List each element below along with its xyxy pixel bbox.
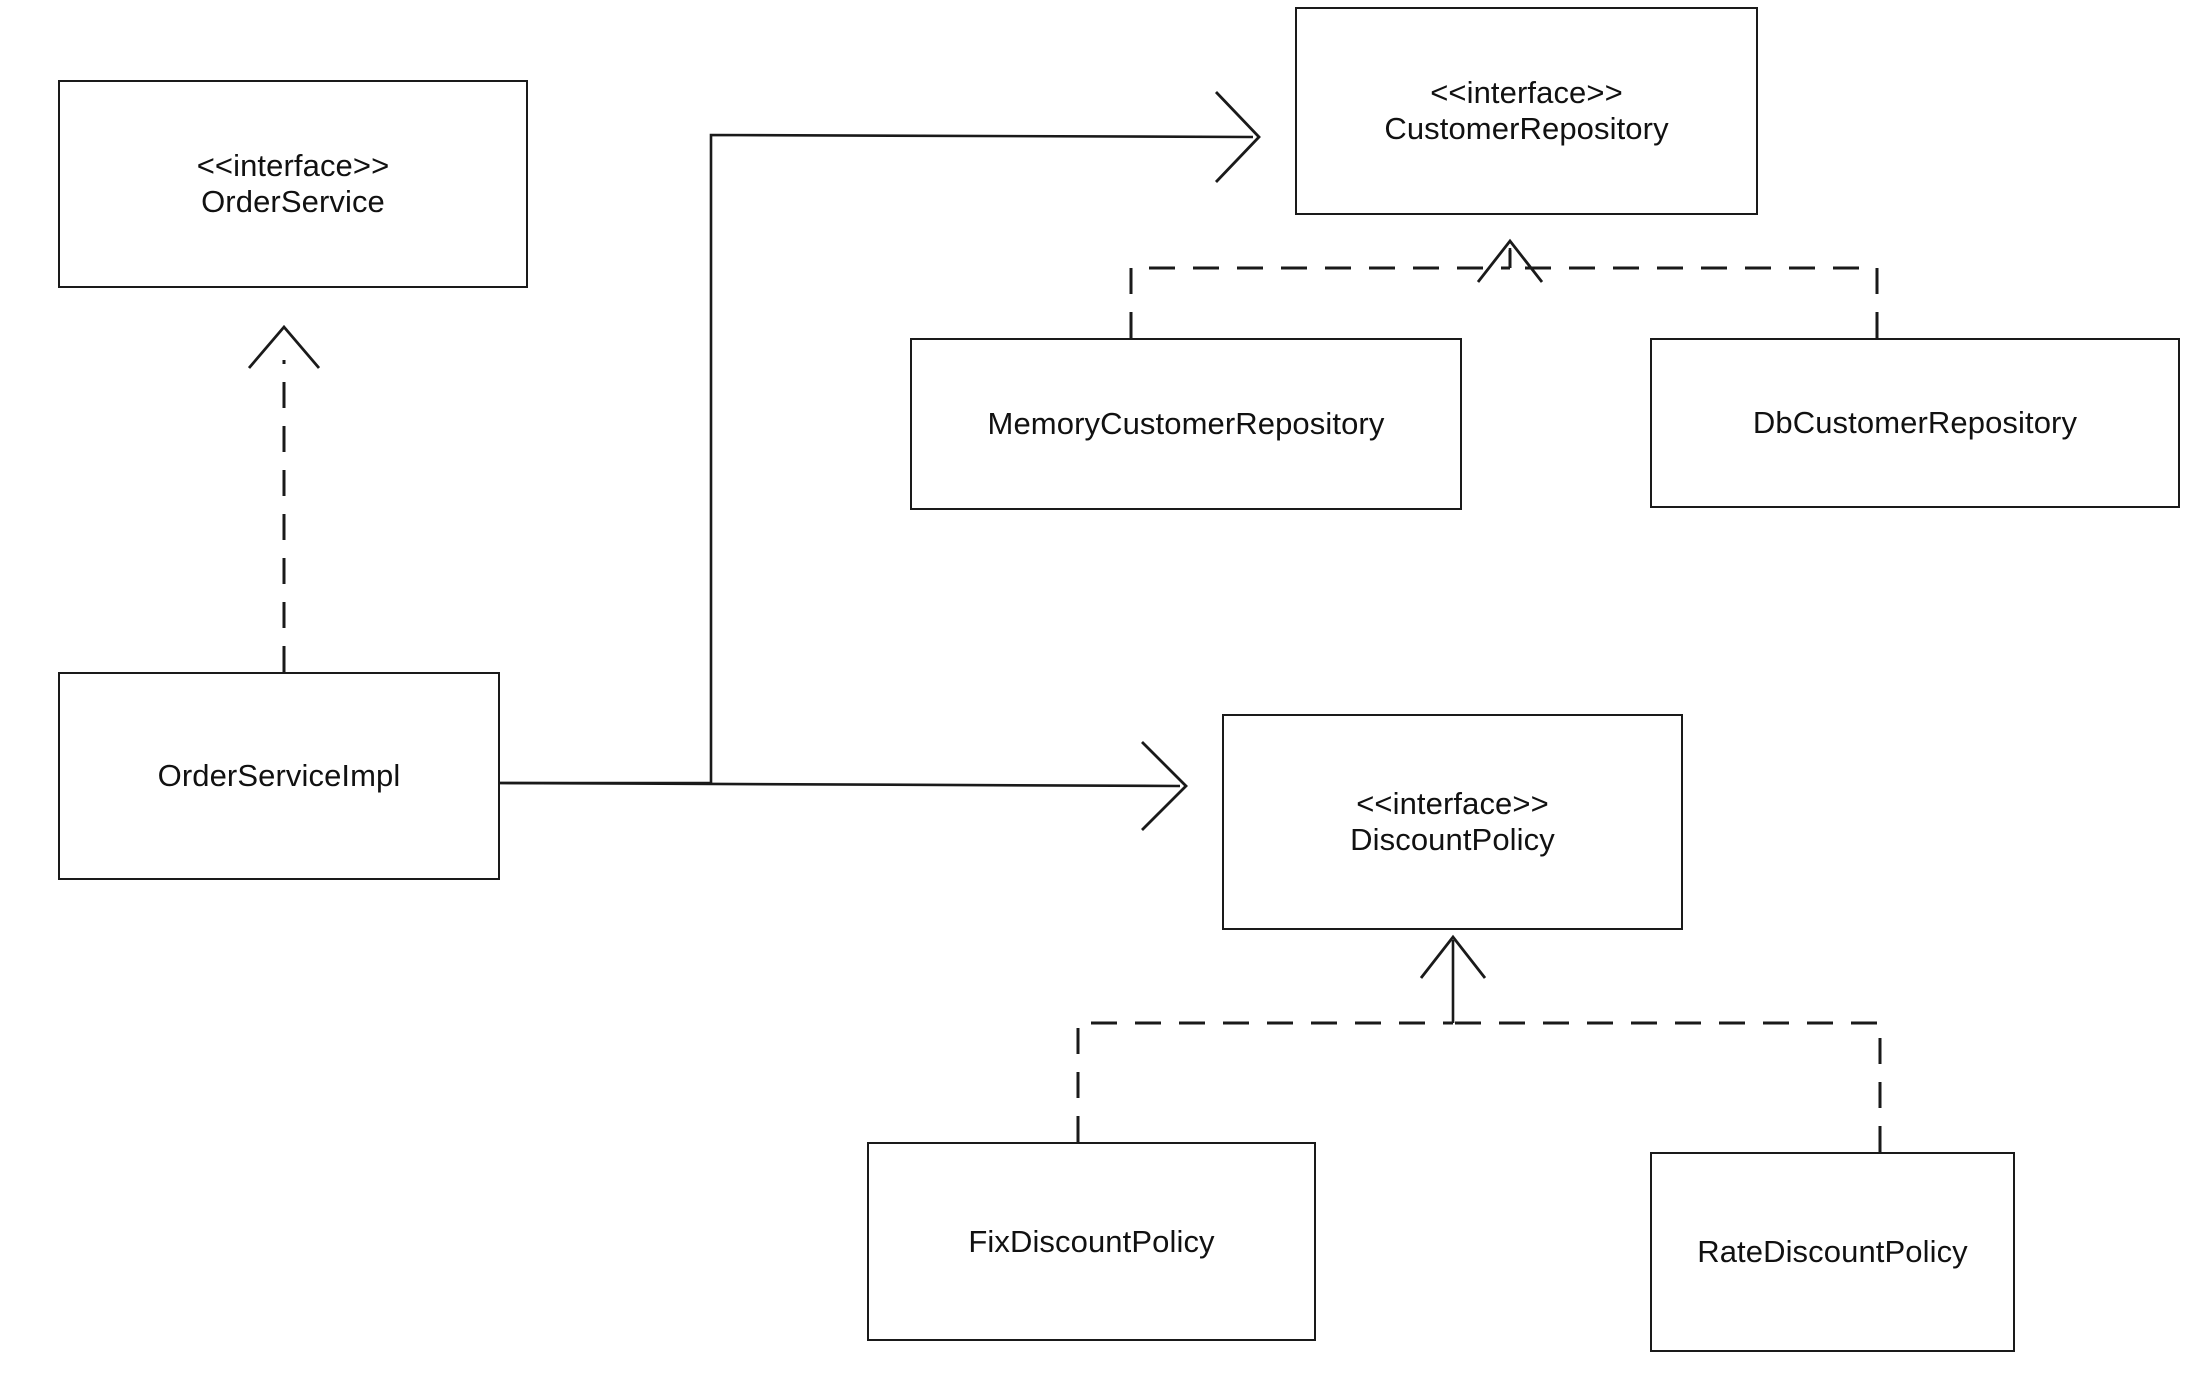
class-box-fix-discount-policy[interactable]: FixDiscountPolicy (867, 1142, 1316, 1341)
stereotype-label-customer-repository: <<interface>> (1430, 75, 1623, 111)
class-name-fix-discount-policy: FixDiscountPolicy (968, 1223, 1215, 1259)
class-box-discount-policy[interactable]: <<interface>> DiscountPolicy (1222, 714, 1683, 930)
edge-fix-realizes-discount-policy (1076, 934, 1487, 1142)
edge-impl-uses-discount-policy (499, 741, 1188, 831)
class-box-rate-discount-policy[interactable]: RateDiscountPolicy (1650, 1152, 2015, 1352)
class-name-order-service-impl: OrderServiceImpl (157, 758, 401, 794)
class-name-memory-customer-repository: MemoryCustomerRepository (987, 406, 1385, 442)
class-name-customer-repository: CustomerRepository (1384, 111, 1669, 146)
stereotype-label-order-service: <<interface>> (196, 148, 390, 184)
class-name-discount-policy: DiscountPolicy (1350, 822, 1555, 857)
class-box-customer-repository[interactable]: <<interface>> CustomerRepository (1295, 7, 1758, 215)
edge-memory-realizes-customer-repository (1129, 238, 1544, 338)
stereotype-label-discount-policy: <<interface>> (1356, 786, 1549, 822)
edge-db-realizes-customer-repository (1510, 266, 1879, 338)
class-name-db-customer-repository: DbCustomerRepository (1752, 405, 2078, 441)
class-name-rate-discount-policy: RateDiscountPolicy (1697, 1234, 1968, 1270)
edge-rate-realizes-discount-policy (1453, 1021, 1882, 1152)
class-box-order-service[interactable]: <<interface>> OrderService (58, 80, 528, 288)
class-box-db-customer-repository[interactable]: DbCustomerRepository (1650, 338, 2180, 508)
class-box-memory-customer-repository[interactable]: MemoryCustomerRepository (910, 338, 1462, 510)
class-box-order-service-impl[interactable]: OrderServiceImpl (58, 672, 500, 880)
edge-impl-realizes-order-service (247, 324, 321, 672)
class-name-order-service: OrderService (201, 184, 385, 219)
